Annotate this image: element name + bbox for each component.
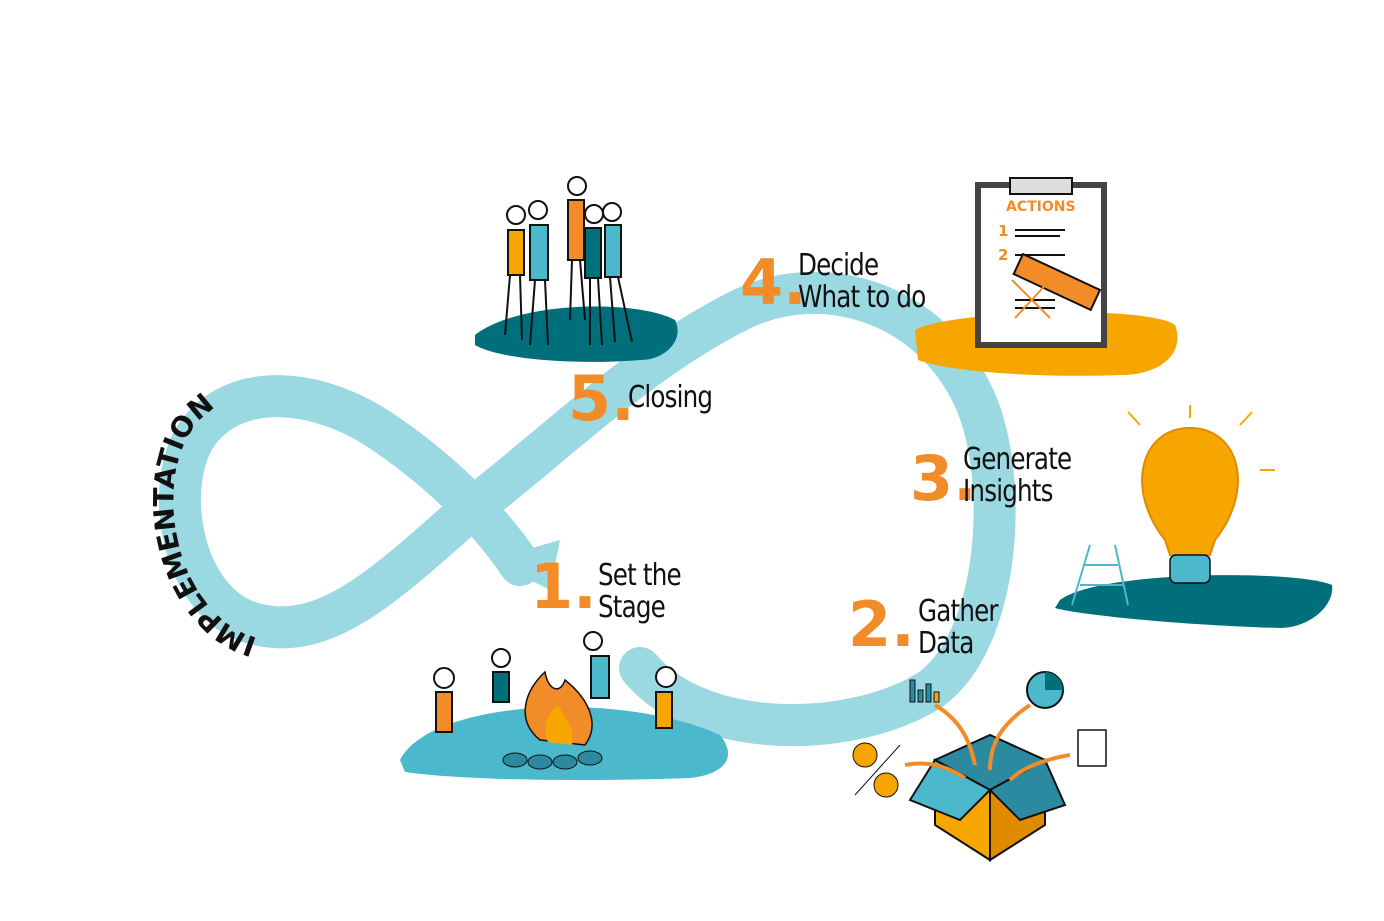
step-5-number: 5. [568, 362, 635, 435]
step-2-number: 2. [848, 588, 915, 661]
data-box-icon [908, 733, 1067, 862]
pie-chart-icon [1026, 671, 1064, 709]
clipboard-item-1: 1 [998, 222, 1009, 240]
step-3-number: 3. [910, 442, 977, 515]
clipboard [975, 177, 1107, 348]
ladder [1071, 544, 1129, 606]
step-4-number: 4. [740, 246, 807, 319]
document-icon [1077, 729, 1107, 767]
infinity-band [159, 271, 1016, 747]
campfire-icon [502, 670, 603, 770]
lightbulb-icon [1127, 405, 1275, 584]
data-icons [852, 671, 1107, 798]
step-5-label: Closing [628, 380, 713, 415]
clipboard-title: ACTIONS [1006, 199, 1076, 215]
clipboard-item-2: 2 [998, 246, 1009, 264]
step-1-number: 1. [530, 550, 597, 623]
closing-people [504, 176, 633, 346]
stage-people [433, 631, 677, 733]
band-arrowhead [490, 540, 560, 590]
smiley-icon [852, 742, 901, 798]
bar-chart-icon [909, 679, 940, 703]
